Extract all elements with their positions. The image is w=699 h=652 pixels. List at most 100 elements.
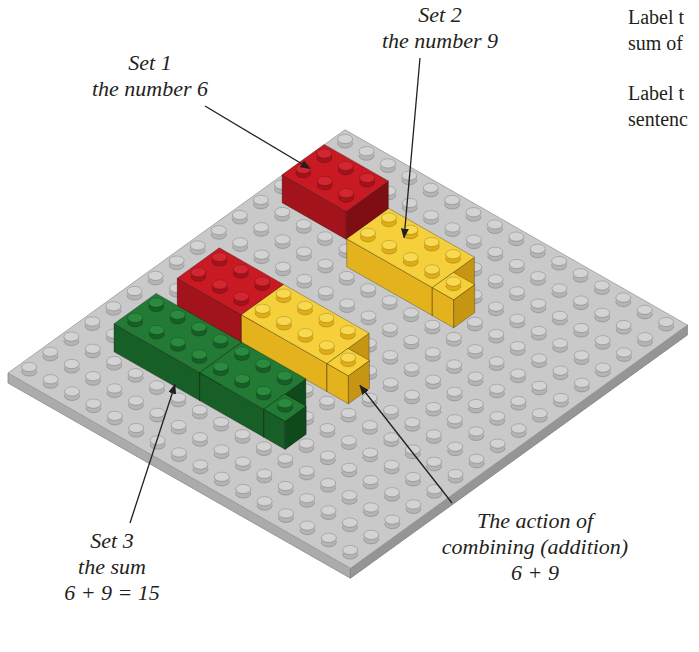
- brick-top-face: [432, 272, 474, 299]
- stud: [171, 338, 186, 352]
- stud: [552, 311, 567, 325]
- stud: [298, 301, 313, 315]
- stud: [318, 287, 333, 301]
- stud-top: [193, 433, 208, 442]
- stud: [214, 445, 229, 459]
- stud-top: [573, 269, 588, 278]
- stud: [255, 304, 270, 318]
- stud-top: [234, 292, 249, 301]
- stud-top: [595, 363, 610, 372]
- stud-top: [424, 237, 439, 246]
- stud: [64, 359, 79, 373]
- stud-top: [616, 320, 631, 329]
- stud: [426, 375, 441, 389]
- stud-top: [257, 469, 272, 478]
- stud-top: [424, 238, 439, 247]
- stud-top: [532, 381, 547, 390]
- stud: [214, 472, 229, 486]
- stud-top: [427, 457, 442, 466]
- stud: [468, 345, 483, 359]
- stud-top: [278, 481, 293, 490]
- stud: [321, 533, 336, 547]
- stud: [468, 372, 483, 386]
- stud: [297, 274, 312, 288]
- stud-top: [487, 220, 502, 229]
- stud-top: [381, 214, 396, 223]
- stud-top: [148, 299, 163, 308]
- stud: [338, 162, 353, 176]
- stud-top: [296, 165, 311, 174]
- stud: [510, 314, 525, 328]
- stud-top: [404, 335, 419, 344]
- stud-top: [212, 280, 227, 289]
- stud: [317, 150, 332, 164]
- stud: [212, 280, 227, 294]
- stud-top: [404, 308, 419, 317]
- stud-top: [321, 533, 336, 542]
- annotation-label: 6 + 9: [435, 560, 635, 586]
- stud-top: [214, 417, 229, 426]
- stud: [402, 198, 417, 212]
- stud: [424, 238, 439, 252]
- stud: [256, 442, 271, 456]
- stud: [86, 372, 101, 386]
- leader-lines: [130, 58, 452, 523]
- stud: [360, 229, 375, 243]
- stud-top: [552, 311, 567, 320]
- baseplate-side: [8, 373, 350, 578]
- stud-top: [406, 500, 421, 509]
- stud: [300, 521, 315, 535]
- stud: [338, 161, 353, 175]
- stud: [425, 320, 440, 334]
- stud-top: [385, 515, 400, 524]
- stud-top: [383, 351, 398, 360]
- stud-top: [213, 362, 228, 371]
- stud: [382, 296, 397, 310]
- stud-top: [595, 336, 610, 345]
- stud: [170, 310, 185, 324]
- stud: [659, 317, 674, 331]
- stud: [490, 439, 505, 453]
- stud-top: [235, 374, 250, 383]
- stud-top: [360, 229, 375, 238]
- stud-top: [574, 378, 589, 387]
- stud-top: [511, 369, 526, 378]
- stud: [532, 381, 547, 395]
- stud-top: [171, 393, 186, 402]
- stud: [275, 262, 290, 276]
- stud: [255, 360, 270, 374]
- stud: [511, 424, 526, 438]
- stud: [149, 298, 164, 312]
- stud: [128, 369, 143, 383]
- stud: [321, 478, 336, 492]
- stud: [256, 359, 271, 373]
- annotation-label: Set 2: [360, 2, 520, 28]
- stud: [342, 518, 357, 532]
- stud: [212, 252, 227, 266]
- stud: [363, 448, 378, 462]
- stud-top: [149, 381, 164, 390]
- stud: [214, 417, 229, 431]
- annotation-label: Label t: [628, 4, 684, 30]
- stud-top: [340, 326, 355, 335]
- stud: [574, 351, 589, 365]
- stud: [171, 420, 186, 434]
- stud: [594, 281, 609, 295]
- stud-top: [553, 339, 568, 348]
- stud: [276, 289, 291, 303]
- stud-top: [319, 313, 334, 322]
- stud: [65, 387, 80, 401]
- stud: [552, 284, 567, 298]
- stud: [339, 271, 354, 285]
- stud-top: [424, 211, 439, 220]
- stud-top: [254, 277, 269, 286]
- stud-top: [278, 399, 293, 408]
- stud-top: [296, 164, 311, 173]
- stud: [340, 299, 355, 313]
- stud: [107, 411, 122, 425]
- stud: [296, 220, 311, 234]
- stud-top: [446, 250, 461, 259]
- stud-top: [299, 466, 314, 475]
- stud: [236, 484, 251, 498]
- stud-top: [170, 311, 185, 320]
